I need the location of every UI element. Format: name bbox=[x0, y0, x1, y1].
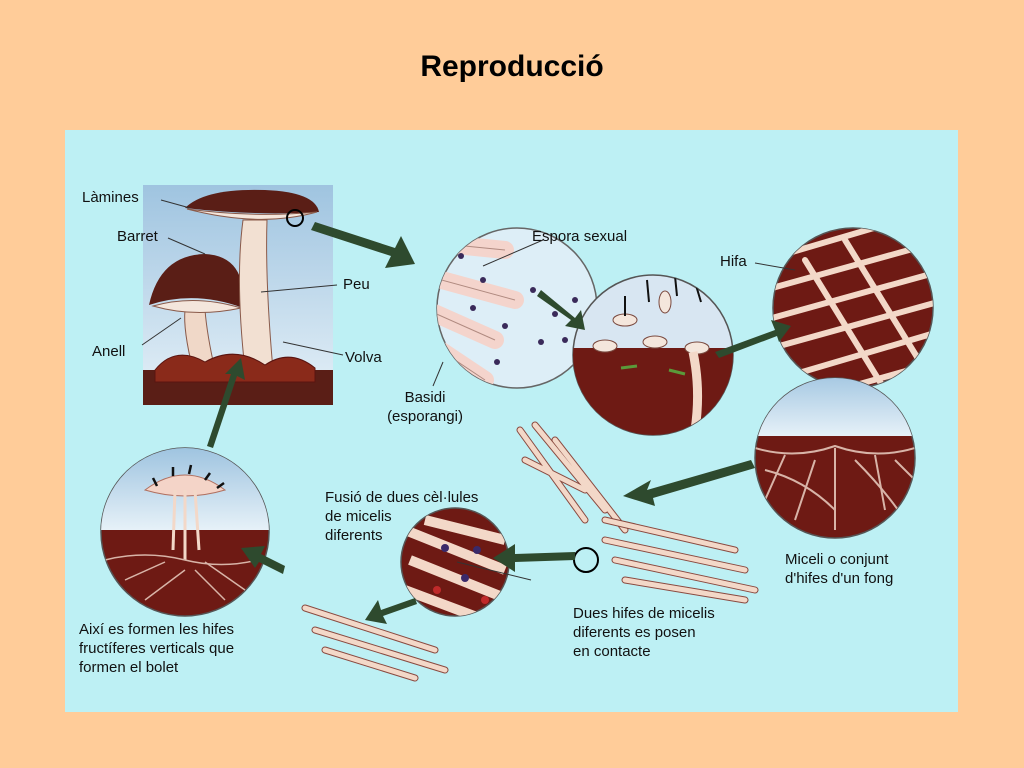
label-aixi-line2: fructíferes verticals que bbox=[79, 640, 235, 657]
label-dues-line3: en contacte bbox=[573, 643, 651, 660]
bolet-formation-circle bbox=[100, 447, 270, 617]
label-dues-hifes: Dues hifes de micelis diferents es posen… bbox=[573, 604, 715, 661]
diagram-panel: Làmines Barret Anell Peu Volva Espora se… bbox=[65, 130, 958, 712]
label-fusio: Fusió de dues cèl·lules de micelis difer… bbox=[325, 488, 478, 545]
label-peu: Peu bbox=[343, 276, 370, 293]
label-basidi-line2: (esporangi) bbox=[387, 408, 463, 425]
leader-lines bbox=[141, 199, 796, 581]
slide-title: Reproducció bbox=[420, 50, 604, 83]
miceli-circle bbox=[754, 377, 916, 539]
diagram-artwork bbox=[100, 185, 934, 682]
label-aixi-line3: formen el bolet bbox=[79, 659, 179, 676]
process-arrows bbox=[207, 222, 791, 624]
label-miceli-line2: d'hifes d'un fong bbox=[785, 570, 894, 587]
fusio-circle bbox=[400, 507, 510, 617]
label-basidi-line1: Basidi bbox=[404, 389, 446, 406]
label-espora-sexual: Espora sexual bbox=[532, 228, 628, 245]
label-lamines: Làmines bbox=[82, 189, 139, 206]
label-hifa: Hifa bbox=[720, 253, 747, 270]
mushroom-illustration bbox=[143, 185, 333, 405]
label-dues-line2: diferents es posen bbox=[573, 624, 696, 641]
label-anell: Anell bbox=[92, 343, 126, 360]
spores-circle bbox=[436, 227, 598, 389]
label-aixi: Així es formen les hifes fructíferes ver… bbox=[79, 620, 234, 677]
label-miceli: Miceli o conjunt d'hifes d'un fong bbox=[785, 550, 893, 588]
label-fusio-line1: Fusió de dues cèl·lules bbox=[325, 489, 479, 506]
label-miceli-line1: Miceli o conjunt bbox=[785, 551, 889, 568]
hifa-circle bbox=[772, 227, 934, 389]
label-aixi-line1: Així es formen les hifes bbox=[79, 621, 235, 638]
label-fusio-line2: de micelis bbox=[325, 508, 392, 525]
label-dues-line1: Dues hifes de micelis bbox=[573, 605, 715, 622]
hyphae-cluster bbox=[301, 421, 759, 682]
label-barret: Barret bbox=[117, 228, 158, 245]
label-fusio-line3: diferents bbox=[325, 527, 383, 544]
label-basidi: Basidi (esporangi) bbox=[365, 388, 485, 426]
label-volva: Volva bbox=[345, 349, 382, 366]
